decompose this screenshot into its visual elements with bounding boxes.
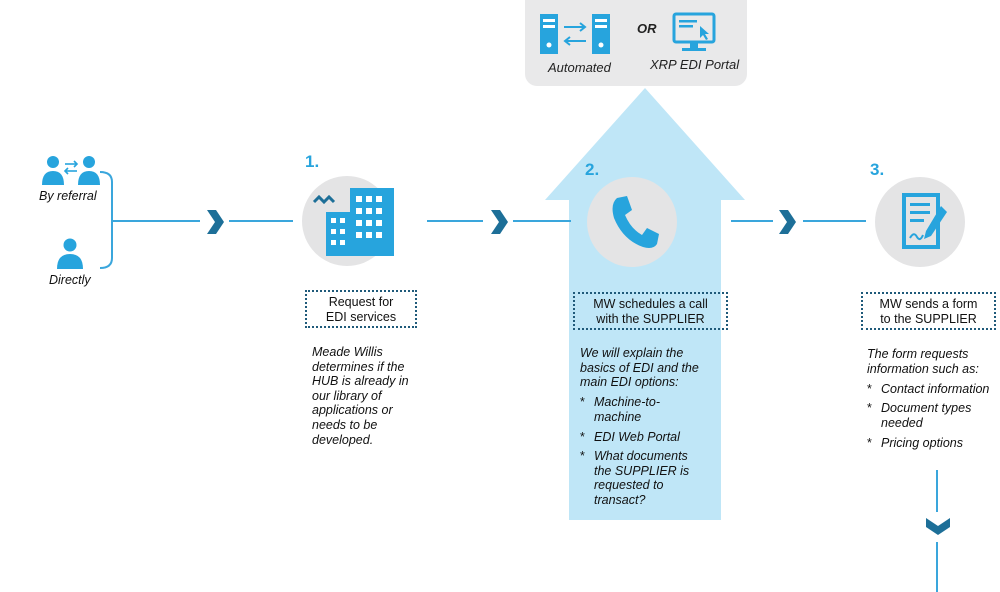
step-3-number: 3. bbox=[870, 160, 885, 179]
step-2-label-line1: MW schedules a call bbox=[593, 297, 708, 311]
by-referral-label: By referral bbox=[39, 189, 97, 203]
step-3-label-line2: to the SUPPLIER bbox=[880, 312, 977, 326]
connector-line bbox=[803, 220, 866, 222]
step-3-desc-line: The form requests bbox=[867, 347, 969, 361]
step-2-label-box: MW schedules a call with the SUPPLIER bbox=[573, 292, 728, 330]
step-3-desc-line: information such as: bbox=[867, 361, 979, 376]
people-exchange-icon bbox=[42, 156, 100, 185]
connector-line-vertical bbox=[936, 470, 938, 512]
step-2-label-line2: with the SUPPLIER bbox=[596, 312, 705, 326]
step-1-desc-line: developed. bbox=[312, 432, 374, 447]
bullet-text: machine bbox=[594, 409, 642, 424]
phone-icon bbox=[612, 196, 659, 248]
step-2-bullet: * What documents the SUPPLIER is requeste… bbox=[580, 449, 689, 507]
step-1-desc-line: HUB is already in bbox=[312, 374, 409, 389]
bullet-text: requested to bbox=[594, 478, 664, 493]
bullet-text: Contact information bbox=[881, 382, 990, 396]
xrp-edi-portal-label: XRP EDI Portal bbox=[650, 57, 740, 72]
form-document-icon bbox=[902, 193, 947, 249]
step-2-desc-line: main EDI options: bbox=[580, 375, 679, 390]
bullet-text: needed bbox=[881, 415, 923, 430]
connector-line bbox=[229, 220, 293, 222]
chevron-down-icon bbox=[926, 518, 950, 535]
connector-line bbox=[731, 220, 773, 222]
bullet-text: the SUPPLIER is bbox=[594, 463, 690, 478]
connector-line bbox=[427, 220, 483, 222]
bullet-star: * bbox=[580, 449, 585, 463]
bullet-text: What documents bbox=[594, 449, 688, 463]
step-2-desc-line: We will explain the bbox=[580, 346, 684, 360]
chevron-right-icon bbox=[207, 210, 224, 234]
connector-line bbox=[513, 220, 571, 222]
bullet-text: Machine-to- bbox=[594, 395, 660, 409]
step-2-bullet: * Machine-to- machine bbox=[580, 395, 660, 424]
step-1-label-line1: Request for bbox=[328, 295, 394, 309]
step-1-desc-line: determines if the bbox=[312, 359, 405, 374]
step-1-desc-line: applications or bbox=[312, 403, 393, 418]
step-1-number: 1. bbox=[305, 152, 320, 171]
step-3-bullet: * Contact information bbox=[867, 382, 989, 397]
step-1-desc-line: needs to be bbox=[312, 417, 378, 432]
bullet-text: Pricing options bbox=[881, 436, 963, 450]
connector-line bbox=[118, 220, 200, 222]
step-3-bullet: * Document types needed bbox=[867, 401, 971, 430]
or-label: OR bbox=[637, 21, 657, 36]
bullet-star: * bbox=[867, 382, 872, 396]
step-2-circle bbox=[587, 177, 677, 267]
bullet-text: transact? bbox=[594, 492, 646, 507]
automated-label: Automated bbox=[548, 60, 611, 75]
step-3-description: The form requests information such as: bbox=[867, 347, 979, 376]
bullet-text: Document types bbox=[881, 401, 972, 415]
bullet-star: * bbox=[580, 395, 585, 409]
chevron-right-icon bbox=[491, 210, 508, 234]
step-3-label-line1: MW sends a form bbox=[879, 297, 978, 311]
step-3-bullet: * Pricing options bbox=[867, 436, 963, 451]
step-2-number: 2. bbox=[585, 160, 600, 179]
step-3-label-box: MW sends a form to the SUPPLIER bbox=[861, 292, 996, 330]
person-icon bbox=[57, 238, 83, 269]
step-1-label-line2: EDI services bbox=[325, 310, 397, 324]
step-1-label-box: Request for EDI services bbox=[305, 290, 417, 328]
step-2-desc-line: basics of EDI and the bbox=[580, 360, 699, 375]
step-2-description: We will explain the basics of EDI and th… bbox=[580, 346, 699, 390]
bullet-text: EDI Web Portal bbox=[594, 430, 680, 444]
directly-label: Directly bbox=[49, 273, 91, 287]
sources-bracket bbox=[99, 171, 118, 269]
office-building-icon bbox=[312, 188, 394, 256]
connector-line-vertical bbox=[936, 542, 938, 592]
bullet-star: * bbox=[867, 436, 872, 450]
step-1-description: Meade Willis determines if the HUB is al… bbox=[312, 345, 409, 447]
bullet-star: * bbox=[580, 430, 585, 444]
chevron-right-icon bbox=[779, 210, 796, 234]
step-1-desc-line: our library of bbox=[312, 388, 382, 403]
step-2-bullet: * EDI Web Portal bbox=[580, 430, 680, 445]
step-1-desc-line: Meade Willis bbox=[312, 345, 383, 359]
automated-servers-icon bbox=[540, 14, 610, 54]
bullet-star: * bbox=[867, 401, 872, 415]
web-portal-monitor-icon bbox=[672, 12, 716, 51]
